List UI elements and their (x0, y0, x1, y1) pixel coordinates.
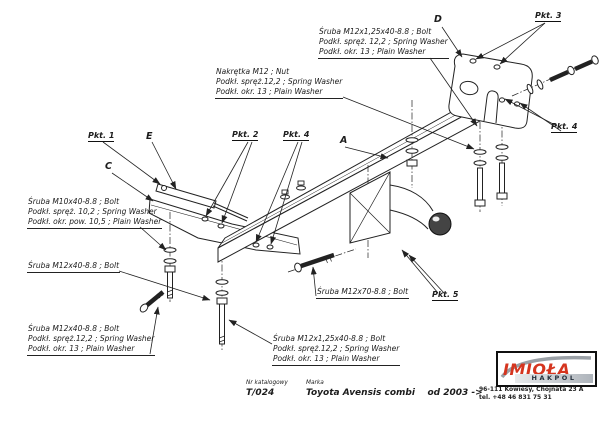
vehicle-model: Toyota Avensis combi od 2003 -> (306, 388, 483, 398)
manufacturer-address: 96-111 Kowiesy, Chojnata 23 A tel. +48 4… (479, 386, 584, 401)
title-block: Nr katalogowy Marka T/024 Toyota Avensis… (0, 376, 600, 425)
long-bolt-stack (215, 252, 229, 350)
tow-ball (389, 184, 452, 236)
angled-bolt-left (139, 290, 165, 313)
mounting-bracket-d (448, 53, 533, 129)
right-fastener-stacks (405, 100, 509, 212)
point-label-pkt4-right: Pkt. 4 (551, 122, 578, 133)
beam-nuts (280, 180, 306, 200)
leader-lines (102, 22, 562, 355)
ball-bracket (349, 165, 391, 258)
logo-subtitle: HAKPOL (515, 374, 593, 383)
point-label-a: A (340, 135, 348, 146)
point-label-d: D (434, 14, 442, 25)
callout-bolt-m12x125x40-bottom: Śruba M12x1,25x40-8.8 ; Bolt Podkł. sprę… (272, 334, 401, 366)
callout-bolt-m12x125x40-top: Śruba M12x1,25x40-8.8 ; Bolt Podkł. sprę… (318, 27, 449, 59)
catalog-number-label: Nr katalogowy (246, 380, 288, 386)
point-label-pkt4-left: Pkt. 4 (283, 130, 310, 141)
callout-bolt-m12x40: Śruba M12x40-8.8 ; Bolt (27, 261, 121, 273)
model-years: od 2003 -> (427, 388, 483, 398)
point-label-pkt3: Pkt. 3 (535, 11, 562, 22)
point-label-pkt2-left: Pkt. 2 (232, 130, 259, 141)
catalog-number: T/024 (246, 388, 275, 398)
brand-label: Marka (306, 380, 324, 386)
bolt-m12x70-drawing (287, 248, 357, 273)
flat-bar-e (155, 183, 249, 222)
callout-nut-m12: Nakrętka M12 ; Nut Podkł. spręż.12,2 ; S… (215, 67, 344, 99)
side-plate-c (148, 198, 301, 255)
callout-bolt-m10x40: Śruba M10x40-8.8 ; Bolt Podkł. spręż. 10… (27, 197, 163, 229)
logo-swoosh (500, 355, 592, 379)
point-label-pkt5: Pkt. 5 (432, 290, 459, 301)
callout-bolt-m12x70: Śruba M12x70-8.8 ; Bolt (316, 287, 410, 299)
point-label-e: E (146, 131, 153, 142)
point-label-pkt1: Pkt. 1 (88, 131, 115, 142)
bracket-d-bolts (511, 55, 599, 97)
point-label-c: C (105, 161, 112, 172)
imiola-hakpol-logo: IMIOŁA HAKPOL (496, 351, 597, 387)
callout-bolt-m12x40-washers: Śruba M12x40-8.8 ; Bolt Podkł. spręż.12,… (27, 324, 156, 356)
